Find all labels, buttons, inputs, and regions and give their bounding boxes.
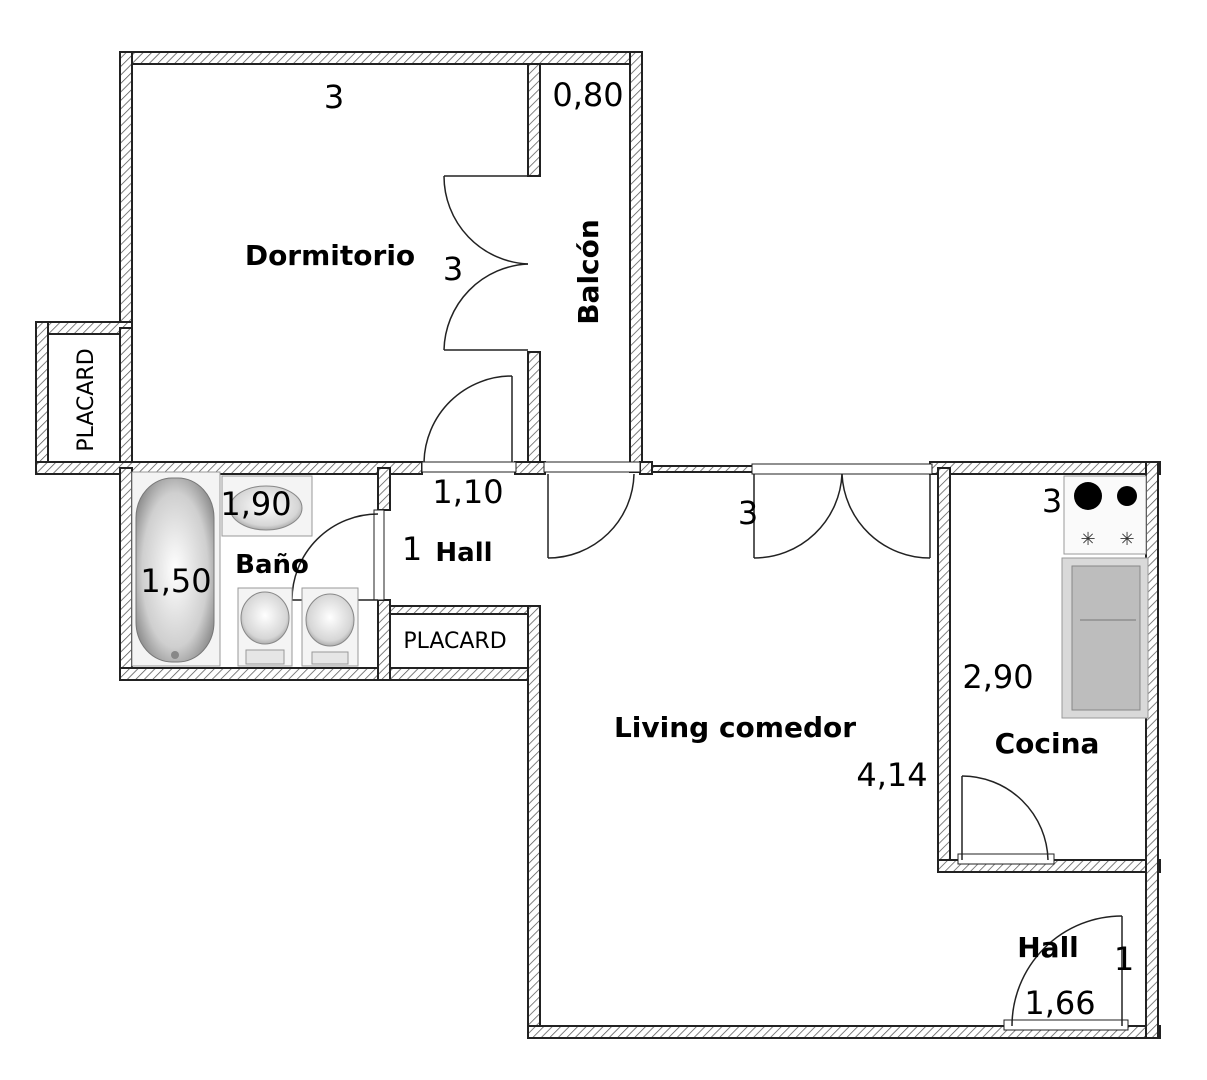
wall-cocina-top (929, 461, 1161, 475)
placard-label-left: PLACARD (74, 348, 99, 451)
bidet-icon (301, 587, 359, 667)
kitchen-sink-icon (1061, 557, 1149, 719)
svg-text:✳: ✳ (1080, 529, 1095, 550)
doors (291, 175, 1129, 1031)
room-label-bano: Baño (235, 550, 309, 580)
placard-label-hall: PLACARD (403, 629, 506, 654)
door-cocina[interactable] (957, 775, 1055, 865)
wall-placard-left (35, 321, 49, 473)
svg-text:✳: ✳ (1119, 529, 1134, 550)
labels: Dormitorio Balcón Baño Hall Living comed… (74, 76, 1134, 1022)
wall-right-balcon (629, 51, 643, 473)
wall-mid-stub (639, 461, 653, 475)
room-label-living: Living comedor (614, 711, 856, 744)
dim-hall-width: 1,10 (432, 473, 503, 511)
bathtub-icon (131, 471, 221, 667)
wall-hall-placard-top (389, 605, 539, 615)
room-label-hall-inner: Hall (435, 538, 492, 568)
dim-dorm-width: 3 (324, 78, 344, 116)
wall-mid-bal (514, 461, 546, 475)
sink-icon (221, 475, 313, 537)
dim-cocina-depth: 2,90 (962, 658, 1033, 696)
wall-living-top-a (651, 465, 755, 473)
dim-hall-depth: 1 (402, 530, 422, 568)
stove-icon: ✳ ✳ (1063, 475, 1147, 555)
wall-living-left (527, 605, 541, 1039)
wall-bano-hall-lower (377, 599, 391, 681)
wall-placard-top (35, 321, 133, 335)
wall-dorm-balcon-lower (527, 351, 541, 469)
room-label-dormitorio: Dormitorio (245, 239, 415, 272)
door-entry[interactable] (1003, 915, 1129, 1031)
walls (35, 51, 1161, 1039)
toilet-icon (237, 587, 293, 667)
wall-left-dormitorio-upper (119, 51, 133, 329)
wall-placard-right (119, 327, 133, 469)
door-balcon-living[interactable] (543, 461, 641, 559)
dim-balcon-width: 0,80 (552, 76, 623, 114)
dim-bano-width: 1,90 (220, 485, 291, 523)
wall-living-bottom (527, 1025, 1161, 1039)
dim-cocina-width: 3 (1042, 482, 1062, 520)
wall-bano-bottom (119, 667, 539, 681)
wall-dorm-balcon-upper (527, 63, 541, 177)
room-label-balcon: Balcón (572, 219, 605, 325)
room-label-cocina: Cocina (995, 727, 1100, 760)
fixtures: ✳ ✳ (131, 471, 1149, 719)
wall-top-dormitorio (119, 51, 643, 65)
wall-cocina-left (937, 467, 951, 871)
room-label-hall-entry: Hall (1017, 931, 1079, 964)
dim-dorm-depth: 3 (443, 250, 463, 288)
door-dormitorio-balcon[interactable] (443, 175, 529, 351)
dim-bano-depth: 1,50 (140, 562, 211, 600)
door-living-double[interactable] (751, 463, 933, 559)
dim-living-depth: 4,14 (856, 756, 927, 794)
wall-mid-left (35, 461, 423, 475)
dim-living-width: 3 (738, 494, 758, 532)
door-dormitorio-hall[interactable] (421, 375, 517, 473)
wall-right-outer (1145, 461, 1159, 1039)
dim-entry-width: 1,66 (1024, 984, 1095, 1022)
dim-entry-depth: 1 (1114, 940, 1134, 978)
wall-bano-left (119, 467, 133, 681)
wall-bano-hall-upper (377, 467, 391, 511)
